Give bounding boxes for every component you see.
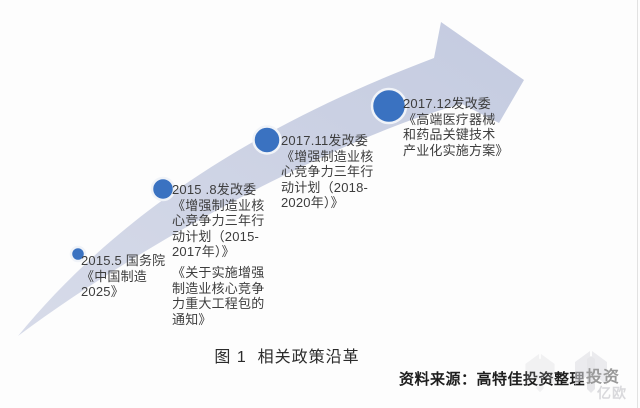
milestone-label-2b: 《关于实施增强 制造业核心竞争 力重大工程包的 通知》	[172, 265, 265, 327]
milestone-label-1: 2015.5 国务院 《中国制造 2025》	[81, 253, 166, 299]
figure-caption: 图 1 相关政策沿革	[214, 349, 360, 366]
milestone-dot-1	[69, 245, 87, 263]
right-edge-line	[637, 0, 638, 408]
watermark-logo-faint-icon	[525, 353, 555, 393]
watermark-text: 投资	[586, 369, 621, 386]
source-label: 资料来源：高特佳投资整理	[399, 371, 586, 388]
milestone-dot-3	[252, 125, 282, 155]
watermark-brand: 亿欧	[597, 385, 627, 401]
milestone-label-3: 2017.11发改委 《增强制造业核 心竞争力三年行 动计划（2018- 202…	[281, 133, 374, 210]
yiou-logo-icon	[575, 351, 607, 393]
milestone-dot-2	[150, 176, 176, 202]
milestone-label-4: 2017.12发改委 《高端医疗器械 和药品关键技术 产业化实施方案》	[403, 96, 509, 158]
milestone-label-2: 2015 .8发改委 《增强制造业核 心竞争力三年行 动计划（2015- 201…	[172, 182, 265, 259]
milestone-dot-4	[370, 87, 408, 125]
